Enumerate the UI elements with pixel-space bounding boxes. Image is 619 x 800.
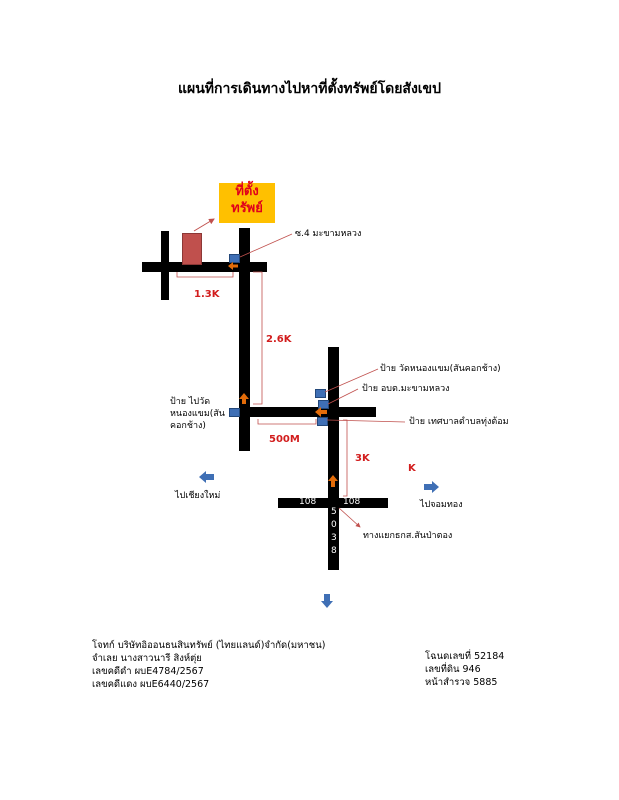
road-top-horizontal	[142, 262, 267, 272]
road-right-vertical	[328, 347, 339, 570]
bracket-3k	[343, 419, 348, 497]
distance-3k: 3K	[355, 453, 370, 464]
property-location-marker: ที่ตั้ง ทรัพย์	[219, 183, 275, 223]
marker-pointer-arrow	[193, 218, 215, 232]
label-to-chomthong: ไปจอมทอง	[420, 500, 463, 510]
road-left-vertical-stub	[161, 231, 169, 300]
sign-wat-right	[315, 389, 326, 398]
route-digit-1: 5	[331, 507, 337, 517]
distance-1-3k: 1.3K	[194, 289, 220, 300]
leader-wat-right	[324, 368, 379, 393]
leader-municipality	[326, 419, 406, 423]
highway-label-left: 108	[299, 497, 317, 507]
distance-2-6k: 2.6K	[266, 334, 292, 345]
label-municipality: ป้าย เทศบาลตำบลทุ่งต้อม	[409, 417, 509, 427]
property-marker-line1: ที่ตั้ง	[235, 184, 259, 199]
deed-info: โฉนดเลขที่ 52184 เลขที่ดิน 946 หน้าสำรวจ…	[425, 650, 504, 689]
road-middle-horizontal	[239, 407, 376, 417]
case-info: โจทก์ บริษัทอิออนธนสินทรัพย์ (ไทยแลนด์)จ…	[92, 639, 325, 691]
label-k: K	[408, 463, 416, 474]
label-wat-left-2: หนองแขม(สัน	[170, 409, 225, 419]
direction-arrow-left-middle	[315, 407, 327, 417]
property-building	[182, 233, 202, 265]
plaintiff-line: โจทก์ บริษัทอิออนธนสินทรัพย์ (ไทยแลนด์)จ…	[92, 640, 326, 651]
black-case-number: เลขคดีดำ ผบE4784/2567	[92, 666, 204, 677]
highway-label-right: 108	[343, 497, 361, 507]
arrow-south	[321, 594, 333, 608]
survey-page: หน้าสำรวจ 5885	[425, 677, 498, 688]
direction-arrow-up-main	[239, 393, 249, 404]
leader-soi4	[239, 233, 293, 258]
bracket-500m	[257, 419, 317, 425]
map-title: แผนที่การเดินทางไปหาที่ตั้งทรัพย์โดยสังเ…	[177, 81, 442, 97]
leader-junction	[338, 507, 361, 528]
sign-municipality	[317, 417, 328, 426]
deed-number: โฉนดเลขที่ 52184	[425, 651, 505, 662]
bracket-1-3k	[176, 272, 234, 278]
highway-108	[278, 498, 388, 508]
label-wat-left-1: ป้าย ไปวัด	[170, 397, 211, 407]
route-digit-3: 3	[331, 533, 337, 543]
red-case-number: เลขคดีแดง ผบE6440/2567	[92, 679, 210, 690]
road-main-vertical	[239, 228, 250, 451]
label-wat-left-3: คอกช้าง)	[170, 421, 206, 431]
sign-obt	[318, 400, 329, 409]
route-digit-2: 0	[331, 520, 337, 530]
sign-soi4	[229, 254, 240, 263]
label-to-chiangmai: ไปเชียงใหม่	[175, 491, 221, 501]
distance-500m: 500M	[269, 434, 300, 445]
arrow-to-chomthong	[424, 481, 439, 493]
direction-arrow-top	[228, 262, 238, 270]
label-wat-right: ป้าย วัดหนองแขม(สันคอกช้าง)	[380, 364, 501, 374]
label-soi4: ซ.4 มะขามหลวง	[295, 229, 362, 239]
direction-arrow-up-right	[328, 475, 338, 487]
bracket-2-6k	[253, 271, 263, 405]
route-digit-4: 8	[331, 546, 337, 556]
defendant-line: จำเลย นางสาวนารี สิงห์ตุ่ย	[92, 653, 202, 664]
leader-obt	[327, 388, 359, 405]
arrow-to-chiangmai	[199, 471, 214, 483]
land-number: เลขที่ดิน 946	[425, 664, 481, 675]
sign-wat-left	[229, 408, 240, 417]
property-marker-line2: ทรัพย์	[231, 201, 263, 216]
label-obt: ป้าย อบต.มะขามหลวง	[362, 384, 450, 394]
label-junction: ทางแยกธกส.สันป่าตอง	[363, 531, 453, 541]
